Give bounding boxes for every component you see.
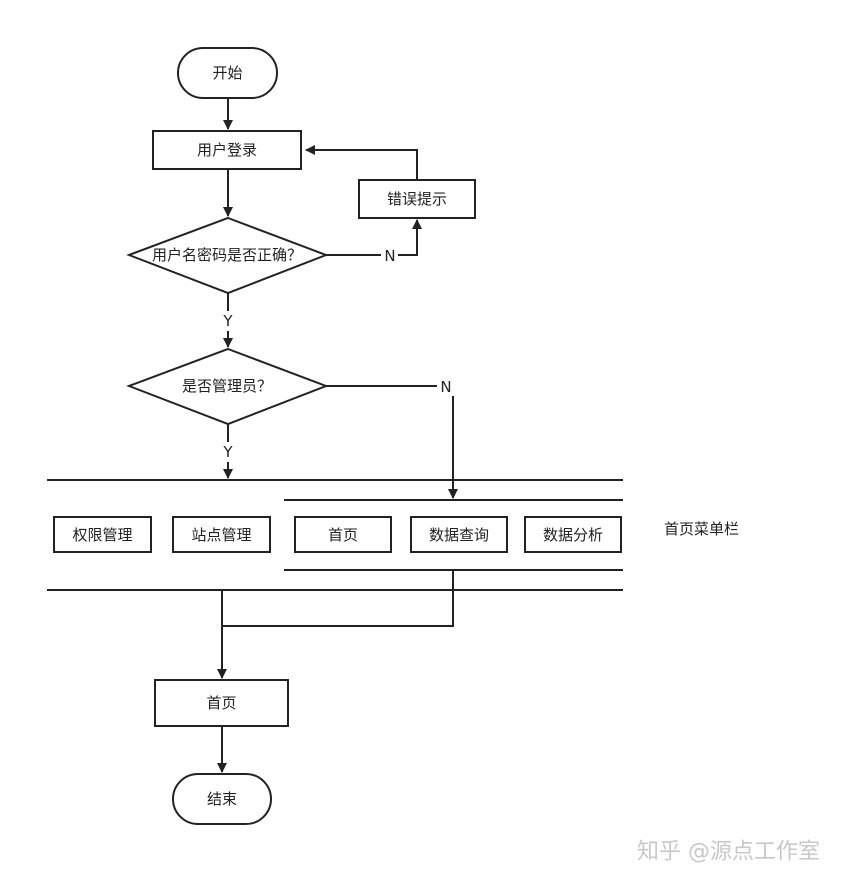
menu-item-data-analysis <box>524 516 622 553</box>
arrow-admin-no-to-menu <box>326 385 458 499</box>
credentials-yes-label: Y <box>222 312 233 330</box>
label-bg <box>381 245 398 265</box>
menu-item-permission-label: 权限管理 <box>72 526 132 544</box>
start-terminator <box>177 47 278 99</box>
menu-item-home-label: 首页 <box>328 526 358 544</box>
login-label: 用户登录 <box>197 141 257 159</box>
end-label: 结束 <box>207 790 237 808</box>
menu-item-data-analysis-label: 数据分析 <box>543 526 603 544</box>
label-bg <box>219 311 237 331</box>
menu-item-data-query-label: 数据查询 <box>429 526 489 544</box>
credentials-no-label: N <box>384 247 395 265</box>
credentials-decision <box>126 216 329 295</box>
label-bg <box>437 376 455 396</box>
arrow-credentials-no-to-error <box>326 219 422 256</box>
menu-item-site <box>172 516 271 553</box>
menu-item-home <box>294 516 392 553</box>
error-hint-process <box>358 179 476 219</box>
menu-item-data-query <box>410 516 508 553</box>
start-label: 开始 <box>212 64 242 82</box>
watermark: 知乎 @源点工作室 <box>637 840 820 865</box>
end-terminator <box>172 773 272 825</box>
home-label: 首页 <box>206 694 236 712</box>
admin-yes-label: Y <box>222 443 233 461</box>
home-process <box>154 679 289 727</box>
error-hint-label: 错误提示 <box>387 190 447 208</box>
menu-bar-label: 首页菜单栏 <box>664 520 739 538</box>
connector-inner-menu-merge <box>222 570 454 627</box>
admin-no-label: N <box>440 378 451 396</box>
menu-item-permission <box>53 516 152 553</box>
admin-decision <box>126 347 329 426</box>
label-bg <box>219 442 237 462</box>
login-process <box>152 130 302 170</box>
credentials-decision-label: 用户名密码是否正确？ <box>152 246 302 264</box>
menu-item-site-label: 站点管理 <box>191 526 251 544</box>
arrow-error-to-login <box>305 145 418 180</box>
admin-decision-label: 是否管理员？ <box>182 377 272 395</box>
